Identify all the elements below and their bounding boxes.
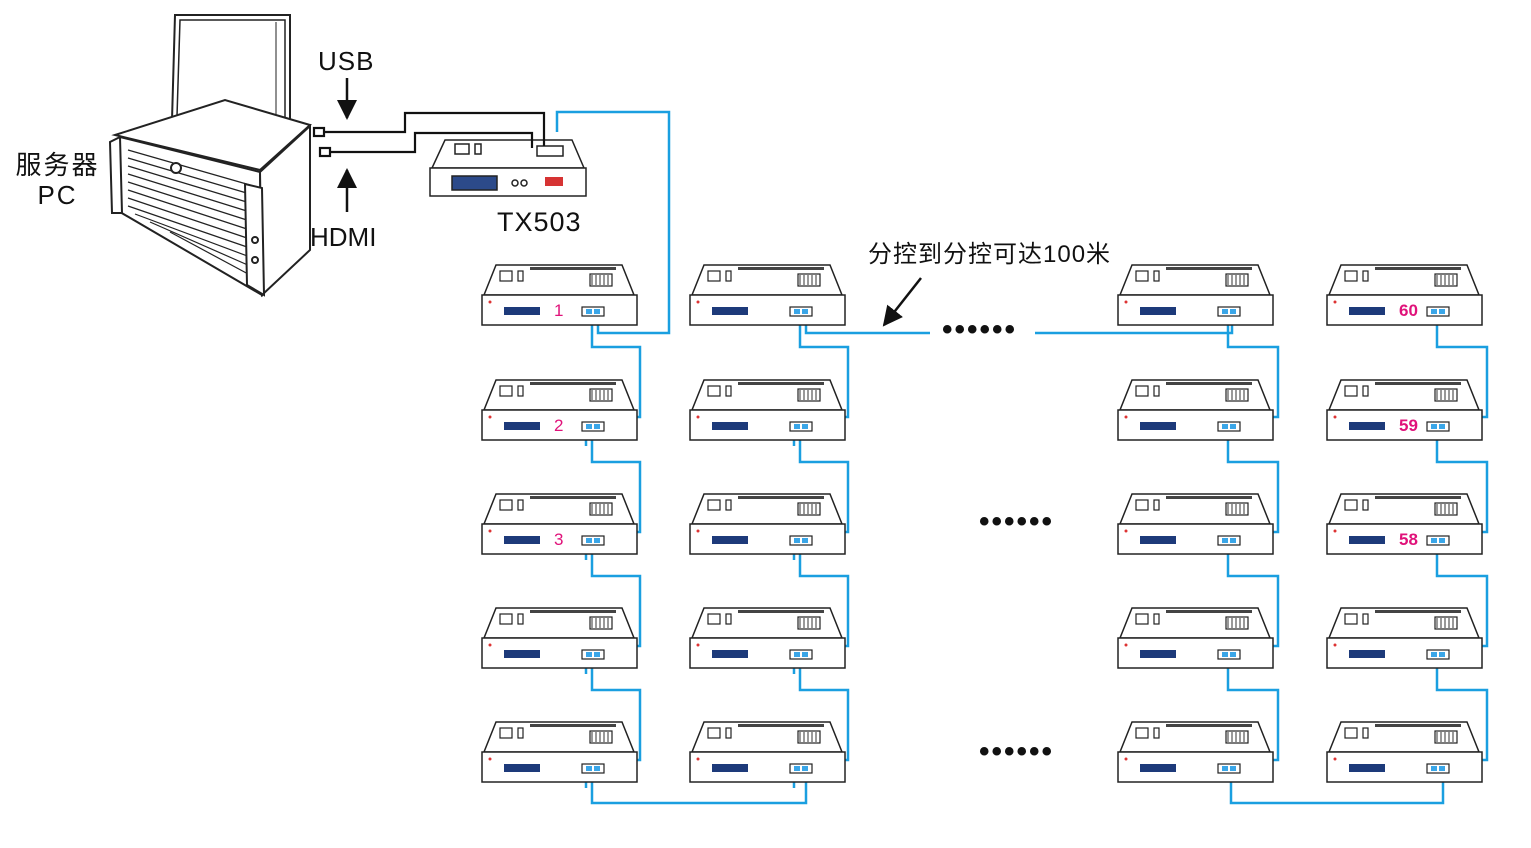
receiver-units: 1 2 3 60 59 58 bbox=[481, 264, 1483, 783]
unit-number-label: 59 bbox=[1399, 416, 1418, 435]
ellipsis-bottom: •••••• bbox=[979, 735, 1055, 768]
receiver-unit bbox=[689, 721, 846, 783]
receiver-unit bbox=[1117, 607, 1274, 669]
server-pc-label: 服务器 PC bbox=[10, 150, 105, 210]
receiver-unit bbox=[1117, 264, 1274, 326]
unit-number-label: 1 bbox=[554, 301, 563, 320]
receiver-unit bbox=[689, 607, 846, 669]
receiver-unit bbox=[1117, 721, 1274, 783]
receiver-unit bbox=[689, 379, 846, 441]
tx503-label: TX503 bbox=[497, 207, 582, 237]
server-label-line1: 服务器 bbox=[15, 150, 100, 180]
receiver-unit bbox=[689, 264, 846, 326]
cable-segment bbox=[1229, 782, 1445, 805]
receiver-unit: 1 bbox=[481, 264, 638, 326]
hdmi-label: HDMI bbox=[310, 222, 377, 252]
blue-cables bbox=[555, 110, 1489, 805]
receiver-unit: 60 bbox=[1326, 264, 1483, 326]
receiver-unit: 59 bbox=[1326, 379, 1483, 441]
receiver-unit bbox=[1117, 493, 1274, 555]
receiver-unit: 3 bbox=[481, 493, 638, 555]
unit-number-label: 3 bbox=[554, 530, 563, 549]
pc-cables bbox=[312, 111, 546, 158]
distance-label: 分控到分控可达100米 bbox=[868, 241, 1112, 268]
unit-number-label: 60 bbox=[1399, 301, 1418, 320]
server-label-line2: PC bbox=[37, 180, 78, 210]
receiver-unit bbox=[481, 607, 638, 669]
tx503-controller-illustration bbox=[429, 139, 587, 197]
receiver-unit bbox=[481, 721, 638, 783]
unit-number-label: 58 bbox=[1399, 530, 1418, 549]
receiver-unit: 58 bbox=[1326, 493, 1483, 555]
server-pc-illustration bbox=[108, 14, 312, 298]
cable-segment bbox=[590, 782, 808, 805]
receiver-unit bbox=[1326, 721, 1483, 783]
receiver-unit: 2 bbox=[481, 379, 638, 441]
ellipsis-middle: •••••• bbox=[979, 505, 1055, 538]
receiver-unit bbox=[689, 493, 846, 555]
receiver-unit bbox=[1326, 607, 1483, 669]
ellipsis-top: •••••• bbox=[942, 313, 1018, 346]
unit-number-label: 2 bbox=[554, 416, 563, 435]
receiver-unit bbox=[1117, 379, 1274, 441]
usb-label: USB bbox=[318, 46, 375, 76]
cable-segment bbox=[555, 110, 671, 335]
